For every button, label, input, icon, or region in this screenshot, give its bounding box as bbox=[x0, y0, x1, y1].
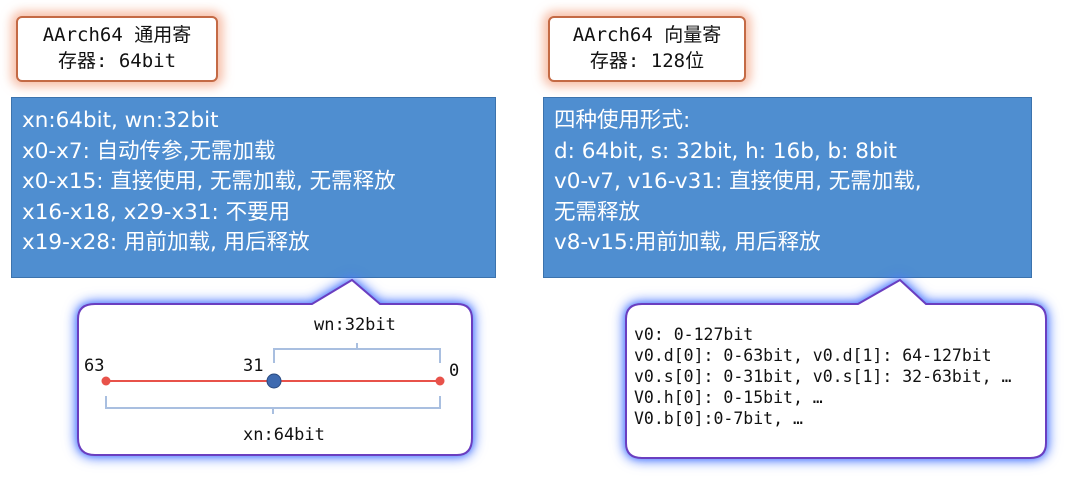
right-tag-line-1: AArch64 向量寄 bbox=[572, 24, 722, 46]
wn-bracket bbox=[273, 343, 441, 363]
left-info-line-4: x16-x18, x29-x31: 不要用 bbox=[22, 199, 291, 225]
code-line-5: V0.b[0]:0-7bit, … bbox=[634, 409, 803, 428]
right-title-tag: AArch64 向量寄 存器: 128位 bbox=[548, 16, 746, 82]
left-info-line-2: x0-x7: 自动传参,无需加载 bbox=[22, 138, 276, 164]
left-callout-outline bbox=[77, 278, 473, 456]
label-31: 31 bbox=[243, 356, 264, 376]
left-info-line-1: xn:64bit, wn:32bit bbox=[22, 108, 219, 133]
left-tag-line-1: AArch64 通用寄 bbox=[42, 24, 192, 46]
right-info-box: 四种使用形式: d: 64bit, s: 32bit, h: 16b, b: 8… bbox=[543, 97, 1032, 278]
left-tag-line-2: 存器: 64bit bbox=[57, 50, 177, 72]
bit-31-dot bbox=[266, 373, 282, 389]
bit-63-dot bbox=[101, 376, 111, 386]
code-line-4: V0.h[0]: 0-15bit, … bbox=[634, 388, 823, 407]
left-title-tag: AArch64 通用寄 存器: 64bit bbox=[16, 16, 218, 82]
right-info-line-4: 无需释放 bbox=[554, 199, 641, 225]
label-63: 63 bbox=[84, 356, 105, 376]
right-callout-outline bbox=[625, 278, 1047, 459]
left-info-line-5: x19-x28: 用前加载, 用后释放 bbox=[22, 230, 310, 255]
right-tag-line-2: 存器: 128位 bbox=[589, 50, 705, 72]
bit-0-dot bbox=[435, 376, 445, 386]
right-info-line-3: v0-v7, v16-v31: 直接使用, 无需加载, bbox=[554, 169, 922, 194]
left-info-line-3: x0-x15: 直接使用, 无需加载, 无需释放 bbox=[22, 169, 396, 194]
label-0: 0 bbox=[449, 361, 460, 381]
code-line-3: v0.s[0]: 0-31bit, v0.s[1]: 32-63bit, … bbox=[634, 367, 1012, 386]
left-info-box: xn:64bit, wn:32bit x0-x7: 自动传参,无需加载 x0-x… bbox=[11, 97, 496, 278]
xn-label: xn:64bit bbox=[243, 425, 325, 445]
vector-register-code: v0: 0-127bit v0.d[0]: 0-63bit, v0.d[1]: … bbox=[634, 324, 1012, 429]
code-line-1: v0: 0-127bit bbox=[634, 325, 754, 344]
right-info-line-5: v8-v15:用前加载, 用后释放 bbox=[554, 230, 821, 255]
code-line-2: v0.d[0]: 0-63bit, v0.d[1]: 64-127bit bbox=[634, 346, 992, 365]
right-info-line-2: d: 64bit, s: 32bit, h: 16b, b: 8bit bbox=[554, 138, 897, 164]
right-info-line-1: 四种使用形式: bbox=[554, 108, 691, 133]
xn-bracket bbox=[105, 396, 441, 414]
wn-label: wn:32bit bbox=[314, 315, 396, 335]
